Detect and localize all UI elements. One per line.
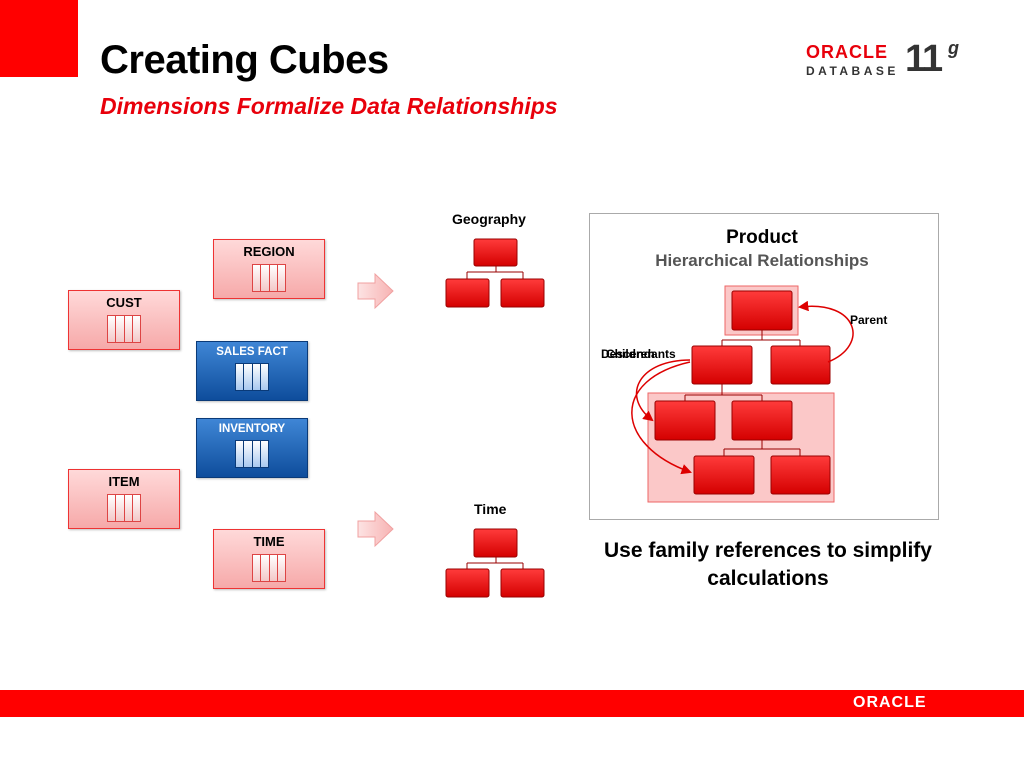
product-title: Product (726, 227, 798, 248)
product-panel (589, 213, 939, 520)
product-node (693, 455, 755, 495)
time-table: TIME (213, 529, 325, 589)
geography-label: Geography (452, 211, 526, 227)
product-subtitle: Hierarchical Relationships (655, 251, 869, 270)
descendants-arrow (631, 361, 692, 475)
geography-hierarchy-icon (445, 238, 545, 308)
region-table-label: REGION (243, 244, 295, 259)
cust-table: CUST (68, 290, 180, 350)
callout-text: Use family references to simplify calcul… (604, 539, 932, 590)
product-node (731, 400, 793, 441)
database-logo-text: DATABASE (806, 64, 899, 78)
footer-bar (0, 690, 1024, 717)
product-node (654, 400, 716, 441)
version-logo-suffix: g (948, 38, 959, 58)
item-table-label: ITEM (108, 474, 140, 489)
parent-arrow (797, 300, 854, 363)
time-table-label: TIME (253, 534, 285, 549)
table-grid-icon (252, 264, 286, 292)
cust-table-label: CUST (106, 295, 142, 310)
table-grid-icon (107, 494, 141, 522)
arrow-right-icon (357, 272, 394, 310)
children-arrow (635, 359, 691, 422)
product-hierarchy (647, 285, 835, 503)
corner-accent (0, 0, 78, 77)
product-node (770, 345, 831, 385)
parent-label: Parent (850, 313, 888, 327)
table-grid-icon (107, 315, 141, 343)
table-grid-icon (235, 440, 269, 468)
page-title: Creating Cubes (100, 38, 389, 82)
footer-oracle-logo: ORACLE (853, 694, 927, 711)
inventory-table-label: INVENTORY (218, 423, 286, 435)
table-grid-icon (235, 363, 269, 391)
time-hierarchy-icon (445, 528, 545, 598)
descendants-label: Descendants (601, 347, 676, 361)
sales-fact-table: SALES FACT (196, 341, 308, 401)
inventory-table: INVENTORY (196, 418, 308, 478)
product-node-root (731, 290, 793, 331)
item-table: ITEM (68, 469, 180, 529)
arrow-right-icon (357, 510, 394, 548)
product-node (770, 455, 831, 495)
region-table: REGION (213, 239, 325, 299)
time-label: Time (474, 501, 507, 517)
table-grid-icon (252, 554, 286, 582)
version-logo-number: 11 (905, 38, 943, 80)
children-label: Children (606, 347, 655, 361)
oracle-logo-text: ORACLE (806, 42, 888, 62)
sales-fact-table-label: SALES FACT (216, 346, 288, 358)
product-node (691, 345, 753, 385)
page-subtitle: Dimensions Formalize Data Relationships (100, 93, 558, 119)
